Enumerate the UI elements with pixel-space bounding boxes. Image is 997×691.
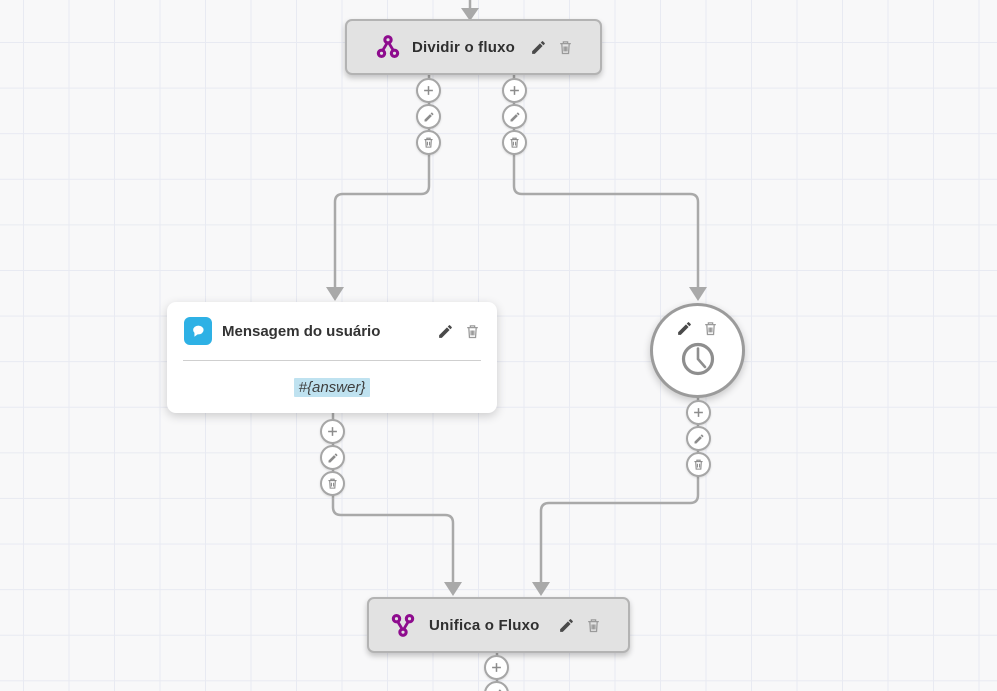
connector-split-to-message — [333, 75, 431, 288]
delete-connector-button[interactable] — [416, 130, 441, 155]
node-timer[interactable] — [650, 303, 745, 398]
merge-connector-actions — [484, 655, 509, 691]
edit-icon[interactable] — [557, 616, 575, 634]
arrowhead-into-merge-left — [444, 582, 462, 596]
merge-node-title: Unifica o Fluxo — [429, 616, 540, 634]
timer-node-actions — [676, 319, 720, 337]
merge-flow-icon — [391, 614, 415, 637]
user-message-body: #{answer} — [167, 361, 497, 413]
split-flow-icon — [376, 35, 400, 58]
user-message-header: Mensagem do usuário — [167, 302, 497, 360]
trash-icon — [694, 459, 703, 470]
node-merge-flow[interactable]: Unifica o Fluxo — [367, 597, 630, 653]
arrowhead-into-merge-right — [532, 582, 550, 596]
card-divider — [183, 360, 481, 361]
edit-icon[interactable] — [529, 38, 547, 56]
pencil-icon — [328, 452, 338, 462]
plus-icon — [424, 86, 433, 95]
trash-icon — [328, 478, 337, 489]
chat-bubble-icon — [184, 317, 212, 345]
trash-icon[interactable] — [556, 38, 574, 56]
merge-node-actions — [557, 616, 602, 634]
pencil-icon — [497, 688, 502, 691]
pencil-icon — [510, 111, 520, 121]
plus-icon — [492, 663, 501, 672]
connector-timer-to-merge — [539, 395, 700, 583]
plus-icon — [328, 427, 337, 436]
trash-icon[interactable] — [702, 319, 720, 337]
add-step-button[interactable] — [484, 655, 509, 680]
edit-icon[interactable] — [676, 319, 694, 337]
user-message-actions — [436, 322, 481, 340]
split-node-title: Dividir o fluxo — [412, 38, 516, 56]
user-message-title: Mensagem do usuário — [222, 322, 381, 340]
arrowhead-into-message-node — [326, 287, 344, 301]
edit-connector-button[interactable] — [416, 104, 441, 129]
pencil-icon — [424, 111, 434, 121]
connector-split-to-timer — [512, 75, 700, 288]
split-node-actions — [529, 38, 574, 56]
pencil-icon — [694, 433, 704, 443]
trash-icon — [424, 137, 433, 148]
delete-connector-button[interactable] — [686, 452, 711, 477]
node-user-message[interactable]: Mensagem do usuário #{answer} — [167, 302, 497, 413]
node-split-flow[interactable]: Dividir o fluxo — [345, 19, 602, 75]
arrowhead-into-timer-node — [689, 287, 707, 301]
clock-icon — [681, 342, 714, 376]
edit-connector-button[interactable] — [686, 426, 711, 451]
connector-message-to-merge — [331, 413, 455, 583]
delete-connector-button[interactable] — [502, 130, 527, 155]
add-step-button[interactable] — [686, 400, 711, 425]
plus-icon — [694, 408, 703, 417]
answer-variable-chip[interactable]: #{answer} — [293, 377, 371, 397]
edit-connector-button[interactable] — [484, 681, 509, 691]
add-step-button[interactable] — [320, 419, 345, 444]
trash-icon — [510, 137, 519, 148]
trash-icon[interactable] — [463, 322, 481, 340]
edit-connector-button[interactable] — [502, 104, 527, 129]
plus-icon — [510, 86, 519, 95]
edit-icon[interactable] — [436, 322, 454, 340]
delete-connector-button[interactable] — [320, 471, 345, 496]
add-step-button[interactable] — [416, 78, 441, 103]
message-connector-actions — [320, 419, 345, 496]
edit-connector-button[interactable] — [320, 445, 345, 470]
timer-connector-actions — [686, 400, 711, 477]
trash-icon[interactable] — [584, 616, 602, 634]
split-left-connector-actions — [416, 78, 441, 155]
arrowhead-into-split-node — [461, 8, 479, 21]
add-step-button[interactable] — [502, 78, 527, 103]
split-right-connector-actions — [502, 78, 527, 155]
